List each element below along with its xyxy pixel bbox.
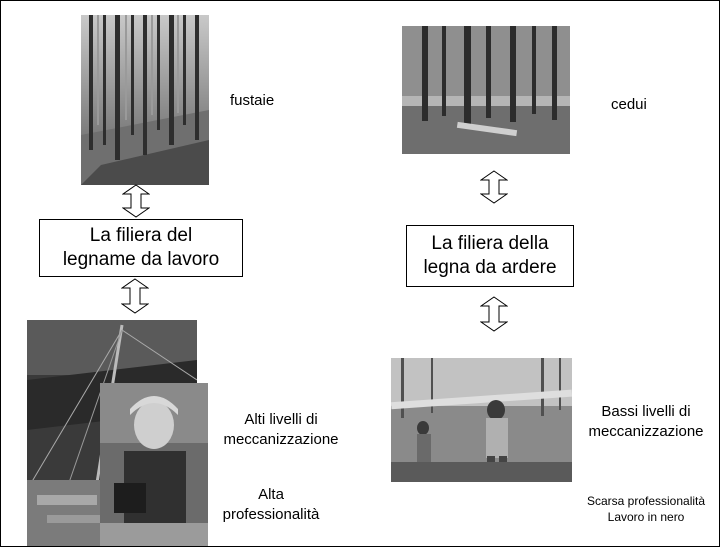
- high-mechanization-line2: meccanizzazione: [223, 431, 339, 448]
- firewood-chain-line2: legna da ardere: [423, 257, 557, 278]
- low-professionalism-label: Scarsa professionalità Lavoro in nero: [573, 493, 719, 525]
- high-mechanization-line1: Alti livelli di: [244, 411, 318, 428]
- high-forest-photo: [81, 15, 209, 185]
- coppice-forest-label: cedui: [611, 96, 647, 113]
- firewood-chain-line1: La filiera della: [431, 233, 549, 254]
- firewood-chain-box: La filiera della legna da ardere: [406, 225, 574, 287]
- low-mechanization-line2: meccanizzazione: [588, 423, 704, 440]
- low-professionalism-line1: Scarsa professionalità: [586, 494, 706, 508]
- high-professionalism-label: Alta professionalità: [201, 485, 341, 525]
- timber-chain-line1: La filiera del: [89, 225, 193, 246]
- low-mechanization-label: Bassi livelli di meccanizzazione: [573, 402, 719, 442]
- timber-chain-line2: legname da lavoro: [62, 249, 220, 270]
- double-arrow-vertical-icon: [122, 184, 150, 218]
- coppice-forest-photo: [402, 26, 570, 154]
- double-arrow-vertical-icon: [480, 170, 508, 204]
- high-forest-label: fustaie: [230, 92, 275, 109]
- double-arrow-vertical-icon: [121, 278, 149, 314]
- low-mechanization-line1: Bassi livelli di: [601, 403, 691, 420]
- double-arrow-vertical-icon: [480, 296, 508, 332]
- log-carriers-photo: [391, 358, 572, 482]
- timber-chain-box: La filiera del legname da lavoro: [39, 219, 243, 277]
- high-professionalism-line2: professionalità: [222, 506, 320, 523]
- forest-worker-photo: [100, 383, 208, 546]
- high-mechanization-label: Alti livelli di meccanizzazione: [211, 410, 351, 450]
- high-professionalism-line1: Alta: [258, 486, 284, 503]
- low-professionalism-line2: Lavoro in nero: [607, 510, 685, 524]
